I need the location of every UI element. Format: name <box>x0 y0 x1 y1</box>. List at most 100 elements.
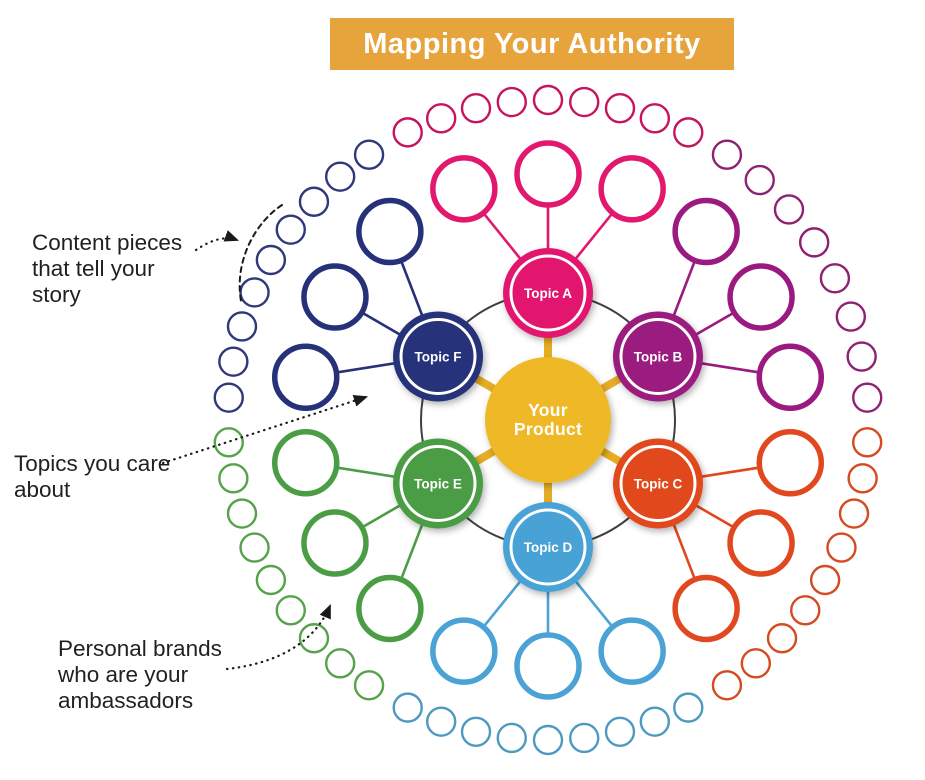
annotation-line: Content pieces <box>32 230 183 255</box>
outer-circle-topic-f <box>275 214 306 245</box>
outer-circle-topic-e <box>324 648 356 679</box>
outer-circle-topic-e <box>226 498 258 529</box>
topic-circle <box>503 248 593 338</box>
outer-circle-topic-e <box>275 595 306 626</box>
outer-circle-layer <box>213 84 883 756</box>
node-topic-e: Topic E <box>393 438 484 529</box>
outer-circle-topic-d <box>460 716 492 747</box>
outer-circle-topic-d <box>604 716 636 747</box>
topic-label: Topic F <box>415 350 462 365</box>
topic-node-layer: Topic A Topic B Topic C Topic D Topic E Topic… <box>393 248 703 592</box>
outer-circle-topic-c <box>847 463 878 494</box>
title-banner: Mapping Your Authority <box>330 18 734 70</box>
outer-circle-topic-b <box>819 263 851 294</box>
personal-brands-arrow <box>225 603 332 671</box>
annotation-line: that tell your <box>32 256 155 281</box>
outer-circle-topic-f <box>255 244 287 276</box>
satellite-circle-topic-b <box>727 263 795 331</box>
center-circle <box>485 357 611 483</box>
topics-arrow <box>161 394 369 465</box>
satellite-circle-topic-f <box>356 197 424 266</box>
node-topic-f: Topic F <box>393 311 484 402</box>
outer-circle-topic-b <box>744 164 775 196</box>
outer-circle-topic-d <box>496 722 527 754</box>
outer-circle-topic-a <box>673 117 704 148</box>
annotation-line: about <box>14 477 71 502</box>
topic-label: Topic E <box>414 477 462 492</box>
outer-circle-topic-a <box>460 93 492 124</box>
topic-inner-ring <box>509 508 587 586</box>
outer-circle-topic-f <box>218 346 249 377</box>
topic-inner-ring <box>619 318 697 395</box>
satellite-layer <box>271 140 825 700</box>
topic-label: Topic B <box>634 350 683 365</box>
outer-circle-topic-a <box>639 103 671 134</box>
outer-circle-topic-a <box>532 84 564 116</box>
outer-circle-topic-f <box>298 186 330 217</box>
outer-circle-topic-d <box>673 692 704 723</box>
annotation-line: Topics you care <box>14 451 171 476</box>
outer-circle-topic-f <box>353 139 385 170</box>
page-title: Mapping Your Authority <box>363 27 701 60</box>
outer-circle-topic-e <box>218 463 249 494</box>
outer-circle-topic-b <box>835 301 867 332</box>
satellite-circle-topic-c <box>727 509 795 577</box>
outer-circle-topic-c <box>826 532 857 563</box>
outer-circle-topic-d <box>569 722 600 754</box>
topic-circle <box>612 438 703 529</box>
annotation-line: who are your <box>58 662 189 687</box>
outer-circle-topic-b <box>852 382 883 413</box>
annotation-line: ambassadors <box>58 688 194 713</box>
generated-diagram: Topic A Topic B Topic C Topic D Topic E Topic… <box>213 84 883 756</box>
annotation-line: story <box>32 282 81 307</box>
outer-circle-topic-d <box>392 692 423 723</box>
node-topic-d: Topic D <box>503 502 593 592</box>
outer-circle-topic-b <box>798 227 830 258</box>
outer-circle-topic-c <box>711 670 743 701</box>
topic-circle <box>612 311 703 402</box>
outer-circle-topic-d <box>425 706 457 737</box>
node-topic-c: Topic C <box>612 438 703 529</box>
satellite-circle-topic-f <box>271 343 340 412</box>
annotation-line: Personal brands <box>58 636 222 661</box>
outer-circle-topic-b <box>711 139 743 170</box>
satellite-circle-topic-e <box>301 509 369 577</box>
topic-label: Topic D <box>524 540 573 555</box>
satellite-circle-topic-a <box>430 155 498 223</box>
topic-circle <box>393 311 484 402</box>
topic-inner-ring <box>399 318 477 395</box>
outer-circle-topic-a <box>392 117 423 148</box>
outer-circle-topic-d <box>532 724 564 756</box>
outer-circle-topic-e <box>298 623 330 654</box>
satellite-circle-topic-a <box>598 155 666 223</box>
topic-label: Topic A <box>524 286 572 301</box>
annotation-content-pieces: Content pieces that tell your story <box>32 230 182 308</box>
outer-circle-topic-d <box>639 706 671 737</box>
satellite-circle-topic-e <box>356 574 424 643</box>
topic-inner-ring <box>399 445 477 522</box>
outer-circle-topic-b <box>773 194 805 225</box>
satellite-circle-topic-c <box>672 574 740 643</box>
outer-circle-topic-a <box>569 86 600 118</box>
satellite-circle-topic-b <box>756 343 825 412</box>
outer-circle-topic-c <box>740 648 772 679</box>
outer-circle-topic-a <box>425 103 457 134</box>
outer-circle-topic-e <box>239 532 270 563</box>
center-label-line1: Your <box>528 400 568 420</box>
outer-circle-topic-e <box>213 427 244 458</box>
content-pieces-bracket <box>238 204 283 302</box>
node-topic-a: Topic A <box>503 248 593 338</box>
center-label-line2: Product <box>514 419 582 439</box>
annotation-personal-brands: Personal brands who are your ambassadors <box>58 636 222 714</box>
satellite-circle-topic-a <box>514 140 582 208</box>
outer-circle-topic-f <box>226 311 258 342</box>
outer-circle-topic-a <box>496 86 527 118</box>
outer-circle-topic-f <box>239 277 270 308</box>
outer-circle-topic-a <box>604 93 636 124</box>
satellite-circle-topic-d <box>598 617 666 685</box>
satellite-circle-topic-e <box>271 428 340 497</box>
topic-inner-ring <box>619 445 697 522</box>
annotation-topics-you-care: Topics you care about <box>14 451 170 503</box>
